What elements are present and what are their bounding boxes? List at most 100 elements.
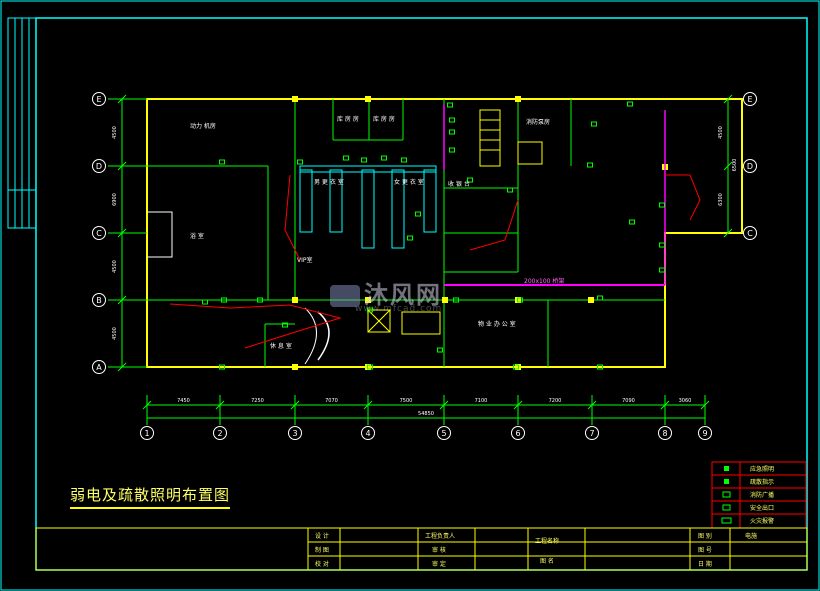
grid-col-label: 5 xyxy=(441,429,446,438)
device-symbol xyxy=(282,322,288,328)
circuit-line xyxy=(469,199,519,251)
dimension-tick xyxy=(723,161,733,171)
legend-label: 消防广播 xyxy=(750,491,774,499)
device-symbol xyxy=(437,347,443,353)
grid-col-label: 7 xyxy=(589,429,594,438)
dimension-tick xyxy=(723,94,733,104)
device-symbol xyxy=(367,307,373,313)
dimension-value: 4500 xyxy=(112,327,118,340)
dimension-value: 6900 xyxy=(112,193,118,206)
grid-row-label: D xyxy=(747,162,753,171)
dimension-total: 54850 xyxy=(418,411,434,417)
device-symbol xyxy=(597,295,603,301)
lobby-curved-wall xyxy=(304,307,317,365)
dimension-tick xyxy=(660,400,670,410)
title-block xyxy=(35,527,808,571)
watermark-text: 沐风网 xyxy=(364,281,442,309)
device-symbol xyxy=(449,117,455,123)
column xyxy=(365,297,371,303)
room-label: 库 房 房 xyxy=(373,115,395,123)
device-symbol xyxy=(517,297,523,303)
grid-bubble xyxy=(361,426,375,440)
dimension-tick xyxy=(363,400,373,410)
column xyxy=(292,297,298,303)
legend-label: 火灾报警 xyxy=(750,517,774,525)
tb-approve-label: 审 定 xyxy=(432,560,446,568)
dimension-tick xyxy=(215,400,225,410)
evacuation-sign-icon xyxy=(724,479,729,484)
device-symbol xyxy=(219,159,225,165)
bath-fixture xyxy=(147,211,173,258)
room-label: 休 息 室 xyxy=(270,342,292,350)
watermark: 沐风网 xyxy=(330,275,442,310)
locker-row xyxy=(329,169,343,233)
device-symbol xyxy=(202,299,208,305)
device-symbol xyxy=(449,147,455,153)
room-label: 动力 机房 xyxy=(190,122,216,130)
elevator-cross xyxy=(367,309,391,333)
dimension-value: 7100 xyxy=(475,398,488,404)
lower-stair-icon xyxy=(401,311,441,335)
device-symbol xyxy=(449,129,455,135)
column xyxy=(292,96,298,102)
grid-bubble xyxy=(698,426,712,440)
room-label: 消防泵房 xyxy=(526,118,550,126)
locker-row xyxy=(391,169,405,249)
grid-bubble xyxy=(437,426,451,440)
device-symbol xyxy=(367,364,373,370)
device-symbol xyxy=(629,219,635,225)
grid-bubble xyxy=(658,426,672,440)
device-symbol xyxy=(513,364,519,370)
device-symbol xyxy=(415,211,421,217)
grid-row-label: A xyxy=(96,363,102,372)
dimension-tick xyxy=(117,295,127,305)
device-symbol xyxy=(467,177,473,183)
grid-bubble xyxy=(92,92,106,106)
device-symbol xyxy=(591,121,597,127)
dimension-tick xyxy=(117,161,127,171)
legend-label: 安全出口 xyxy=(750,504,774,512)
grid-bubble xyxy=(92,293,106,307)
grid-col-label: 1 xyxy=(144,429,149,438)
device-symbol xyxy=(343,155,349,161)
device-symbol xyxy=(401,157,407,163)
watermark-logo-icon xyxy=(330,285,360,307)
room-label: 物 业 办 公 室 xyxy=(478,320,516,328)
grid-bubble xyxy=(743,226,757,240)
dimension-value: 3060 xyxy=(679,398,692,404)
grid-col-label: 6 xyxy=(515,429,520,438)
device-symbol xyxy=(257,297,263,303)
dimension-value: 6500 xyxy=(732,159,738,172)
grid-row-label: C xyxy=(747,229,753,238)
dimension-value: 7450 xyxy=(177,398,190,404)
device-symbol xyxy=(381,155,387,161)
dimension-tick xyxy=(117,228,127,238)
circuit-line xyxy=(665,174,701,221)
locker-row xyxy=(299,169,313,233)
locker-top-row xyxy=(299,165,437,173)
tb-drawing-label: 制 图 xyxy=(315,546,329,554)
column xyxy=(588,297,594,303)
device-symbol xyxy=(659,267,665,273)
column xyxy=(442,297,448,303)
legend-label: 应急照明 xyxy=(750,465,774,473)
grid-row-label: E xyxy=(747,95,752,104)
device-symbol xyxy=(597,364,603,370)
dimension-value: 7070 xyxy=(325,398,338,404)
dimension-value: 4500 xyxy=(112,126,118,139)
dimension-tick xyxy=(439,400,449,410)
device-symbol xyxy=(407,235,413,241)
grid-row-label: D xyxy=(96,162,102,171)
dimension-tick xyxy=(290,400,300,410)
grid-bubble xyxy=(288,426,302,440)
grid-col-label: 2 xyxy=(217,429,222,438)
exit-sign-icon xyxy=(722,504,731,511)
tb-review-label: 审 核 xyxy=(432,546,446,554)
device-symbol xyxy=(587,162,593,168)
dimension-value: 4500 xyxy=(112,260,118,273)
device-symbol xyxy=(361,157,367,163)
dimension-value: 7090 xyxy=(622,398,635,404)
circuit-line xyxy=(169,303,342,349)
grid-col-label: 3 xyxy=(292,429,297,438)
device-symbol xyxy=(453,297,459,303)
